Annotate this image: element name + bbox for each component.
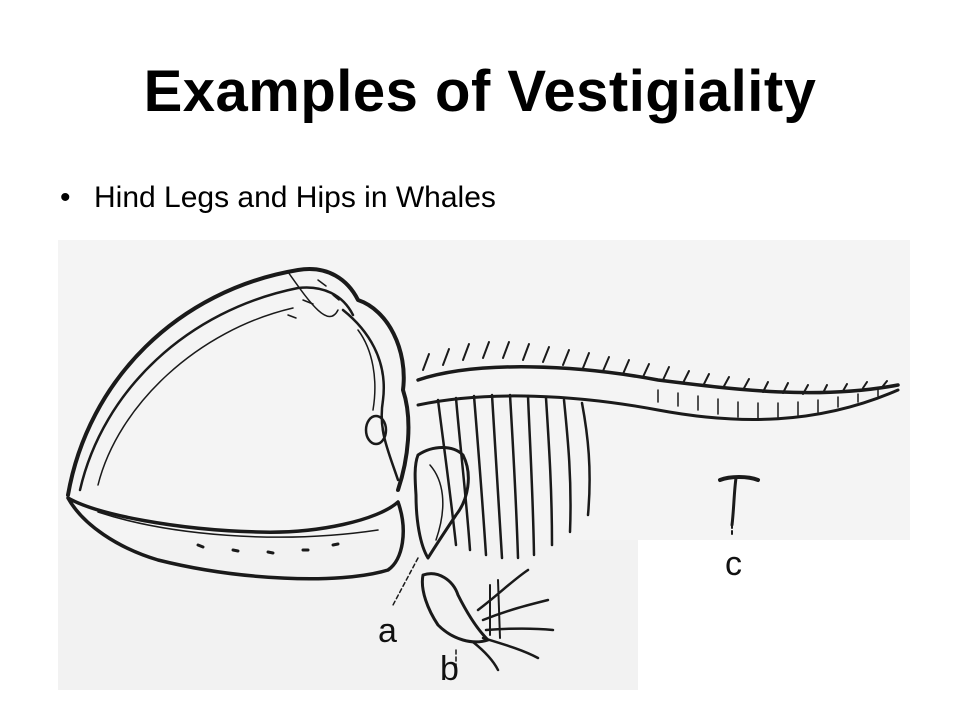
label-a: a xyxy=(378,612,397,650)
whale-skull xyxy=(66,267,411,497)
label-b: b xyxy=(440,650,459,688)
bullet-dot-icon: • xyxy=(60,181,71,214)
bullet-text: Hind Legs and Hips in Whales xyxy=(94,181,496,214)
whale-vertebral-column xyxy=(416,341,900,421)
label-c: c xyxy=(725,545,742,583)
whale-lower-jaw xyxy=(66,496,405,581)
vestigial-hind-leg xyxy=(718,475,760,538)
slide-title: Examples of Vestigiality xyxy=(143,59,817,124)
whale-flipper xyxy=(420,568,555,672)
scan-background-lower xyxy=(58,540,638,690)
scan-background xyxy=(58,240,910,540)
bullet-item: • Hind Legs and Hips in Whales xyxy=(60,178,496,218)
whale-ribs xyxy=(436,393,591,560)
whale-skeleton-illustration: a b c xyxy=(58,240,910,690)
leader-line-a xyxy=(392,557,419,606)
bullet-list: • Hind Legs and Hips in Whales xyxy=(60,178,496,218)
whale-skeleton-svg: a b c xyxy=(58,240,910,690)
